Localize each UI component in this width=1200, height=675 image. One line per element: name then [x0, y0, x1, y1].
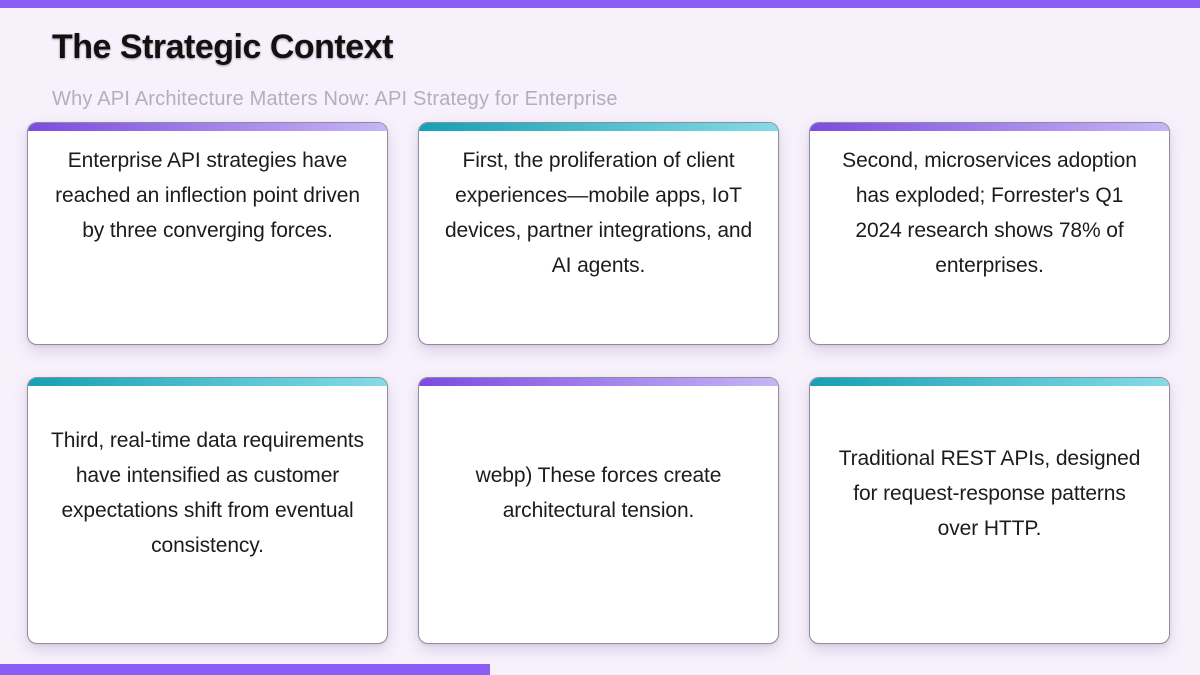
card-grid: Enterprise API strategies have reached a… [27, 122, 1170, 644]
card-accent-bar [28, 123, 387, 131]
context-card-5: webp) These forces create architectural … [418, 377, 779, 644]
top-accent-bar [0, 0, 1200, 8]
card-accent-bar [810, 378, 1169, 386]
page-subtitle: Why API Architecture Matters Now: API St… [52, 88, 618, 110]
card-text: webp) These forces create architectural … [475, 464, 722, 522]
page-title: The Strategic Context [52, 28, 393, 66]
context-card-4: Third, real-time data requirements have … [27, 377, 388, 644]
card-accent-bar [419, 123, 778, 131]
card-text: Enterprise API strategies have reached a… [55, 149, 360, 242]
bottom-progress-bar [0, 664, 490, 675]
card-text: Traditional REST APIs, designed for requ… [838, 446, 1141, 540]
card-body: Third, real-time data requirements have … [28, 386, 387, 643]
card-accent-bar [810, 123, 1169, 131]
card-body: webp) These forces create architectural … [419, 386, 778, 643]
context-card-2: First, the proliferation of client exper… [418, 122, 779, 345]
card-body: First, the proliferation of client exper… [419, 131, 778, 344]
card-accent-bar [419, 378, 778, 386]
card-text: Second, microservices adoption has explo… [842, 149, 1137, 277]
card-body: Second, microservices adoption has explo… [810, 131, 1169, 344]
card-text: Third, real-time data requirements have … [51, 429, 364, 557]
card-body: Enterprise API strategies have reached a… [28, 131, 387, 344]
context-card-3: Second, microservices adoption has explo… [809, 122, 1170, 345]
context-card-6: Traditional REST APIs, designed for requ… [809, 377, 1170, 644]
context-card-1: Enterprise API strategies have reached a… [27, 122, 388, 345]
card-accent-bar [28, 378, 387, 386]
card-body: Traditional REST APIs, designed for requ… [810, 386, 1169, 643]
card-text: First, the proliferation of client exper… [444, 149, 753, 277]
